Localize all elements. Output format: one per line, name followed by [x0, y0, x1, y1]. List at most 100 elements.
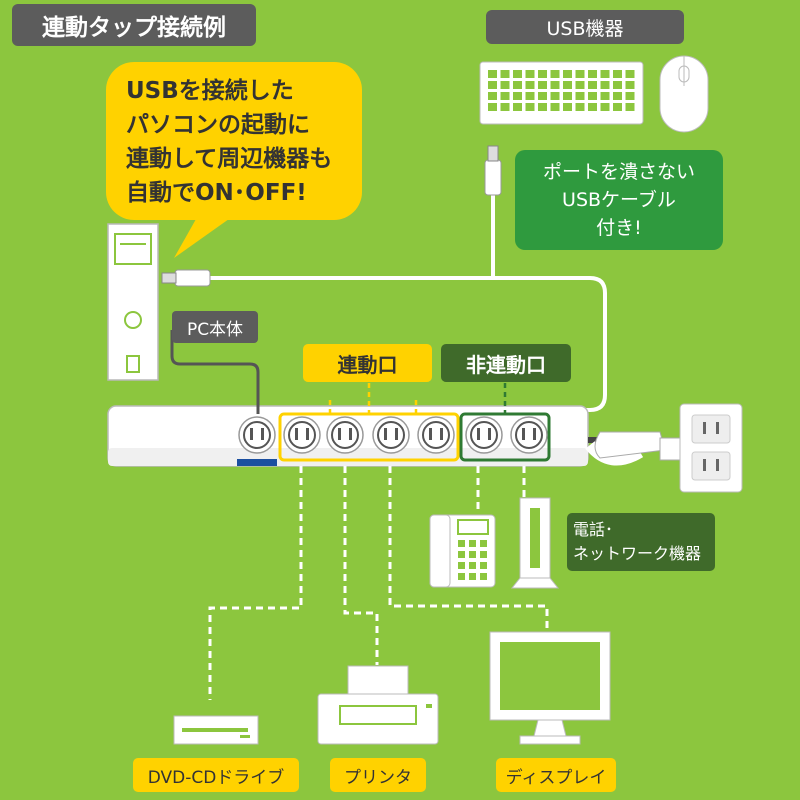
diagram-title: 連動タップ接続例	[12, 4, 256, 46]
keyboard-key	[500, 70, 510, 78]
speech-bubble	[106, 62, 362, 258]
keyboard-key	[488, 81, 497, 89]
keyboard-key	[588, 81, 597, 89]
keyboard-key	[563, 103, 572, 111]
speech-bubble-text: USBを接続した パソコンの起動に 連動して周辺機器も 自動でON･OFF!	[126, 78, 333, 206]
monitor-icon	[489, 631, 611, 745]
keyboard-key	[625, 70, 635, 78]
keyboard-key	[575, 70, 585, 78]
keyboard-key	[625, 81, 635, 89]
pc-tower-icon	[107, 223, 159, 381]
outlet-socket	[283, 416, 321, 454]
phone-key	[469, 551, 476, 558]
printer-label: プリンタ	[330, 758, 426, 792]
keyboard-key	[513, 92, 522, 100]
outlet-socket	[326, 416, 364, 454]
keyboard-key	[563, 70, 572, 78]
display-label: ディスプレイ	[496, 758, 616, 792]
unlinked-ports-label: 非連動口	[441, 344, 571, 382]
outlet-sockets	[238, 416, 548, 454]
keyboard-key	[525, 81, 535, 89]
keyboard-key	[588, 103, 597, 111]
keyboard-key	[600, 70, 610, 78]
keyboard-key	[525, 70, 535, 78]
outlet-socket	[510, 416, 548, 454]
keyboard-key	[550, 92, 560, 100]
phone-key	[458, 540, 465, 547]
keyboard-key	[600, 81, 610, 89]
wall-outlet-icon	[679, 403, 743, 493]
power-cord	[585, 431, 698, 466]
keyboard-key	[575, 103, 585, 111]
phone-key	[469, 573, 476, 580]
router-icon	[510, 497, 560, 589]
keyboard-key	[625, 103, 635, 111]
phone-key	[458, 551, 465, 558]
port-cable-note-box	[515, 150, 723, 250]
keyboard-keys	[488, 70, 635, 111]
outlet-socket	[372, 416, 410, 454]
keyboard-key	[563, 92, 572, 100]
phone-key	[469, 540, 476, 547]
keyboard-key	[613, 92, 622, 100]
keyboard-key	[613, 103, 622, 111]
phone-network-label: 電話･ ネットワーク機器	[567, 513, 715, 571]
keyboard-key	[600, 92, 610, 100]
keyboard-key	[575, 81, 585, 89]
linked-ports-label: 連動口	[303, 344, 432, 382]
usb-cable	[210, 195, 607, 412]
keyboard-key	[513, 103, 522, 111]
keyboard-key	[550, 103, 560, 111]
pc-port-label-plate	[237, 459, 277, 466]
phone-key	[480, 540, 487, 547]
keyboard-key	[513, 81, 522, 89]
keyboard-key	[488, 70, 497, 78]
keyboard-key	[500, 103, 510, 111]
printer-icon	[317, 665, 439, 745]
outlet-socket	[465, 416, 503, 454]
keyboard-key	[588, 92, 597, 100]
phone-key	[458, 573, 465, 580]
phone-key	[480, 573, 487, 580]
keyboard-key	[613, 70, 622, 78]
keyboard-key	[525, 92, 535, 100]
pc-body-label: PC本体	[172, 311, 258, 343]
phone-key	[480, 562, 487, 569]
dvd-cd-drive-label: DVD-CDドライブ	[133, 758, 299, 792]
keyboard-key	[588, 70, 597, 78]
linked-dotted-lines	[328, 383, 418, 414]
keyboard-key	[500, 92, 510, 100]
phone-key	[480, 551, 487, 558]
keyboard-key	[550, 81, 560, 89]
usb-plug-device-icon	[484, 145, 502, 196]
keyboard-key	[538, 103, 547, 111]
keyboard-key	[488, 92, 497, 100]
keyboard-key	[575, 92, 585, 100]
keyboard-key	[625, 92, 635, 100]
keyboard-key	[500, 81, 510, 89]
keyboard-key	[600, 103, 610, 111]
phone-key	[458, 562, 465, 569]
device-dashed-lines	[208, 466, 549, 700]
phone-key	[469, 562, 476, 569]
pc-power-line	[170, 330, 260, 414]
keyboard-key	[488, 103, 497, 111]
keyboard-key	[538, 70, 547, 78]
keyboard-key	[538, 81, 547, 89]
outlet-socket	[238, 416, 276, 454]
mouse-icon	[659, 55, 709, 133]
usb-devices-label: USB機器	[486, 10, 684, 44]
keyboard-key	[613, 81, 622, 89]
usb-plug-pc-icon	[161, 269, 211, 287]
telephone-keypad	[458, 540, 487, 580]
outlet-socket	[417, 416, 455, 454]
keyboard-key	[525, 103, 535, 111]
port-cable-note-text: ポートを潰さない USBケーブル 付き!	[542, 161, 695, 239]
optical-drive-icon	[173, 715, 259, 745]
keyboard-key	[513, 70, 522, 78]
keyboard-key	[538, 92, 547, 100]
keyboard-key	[550, 70, 560, 78]
keyboard-key	[563, 81, 572, 89]
